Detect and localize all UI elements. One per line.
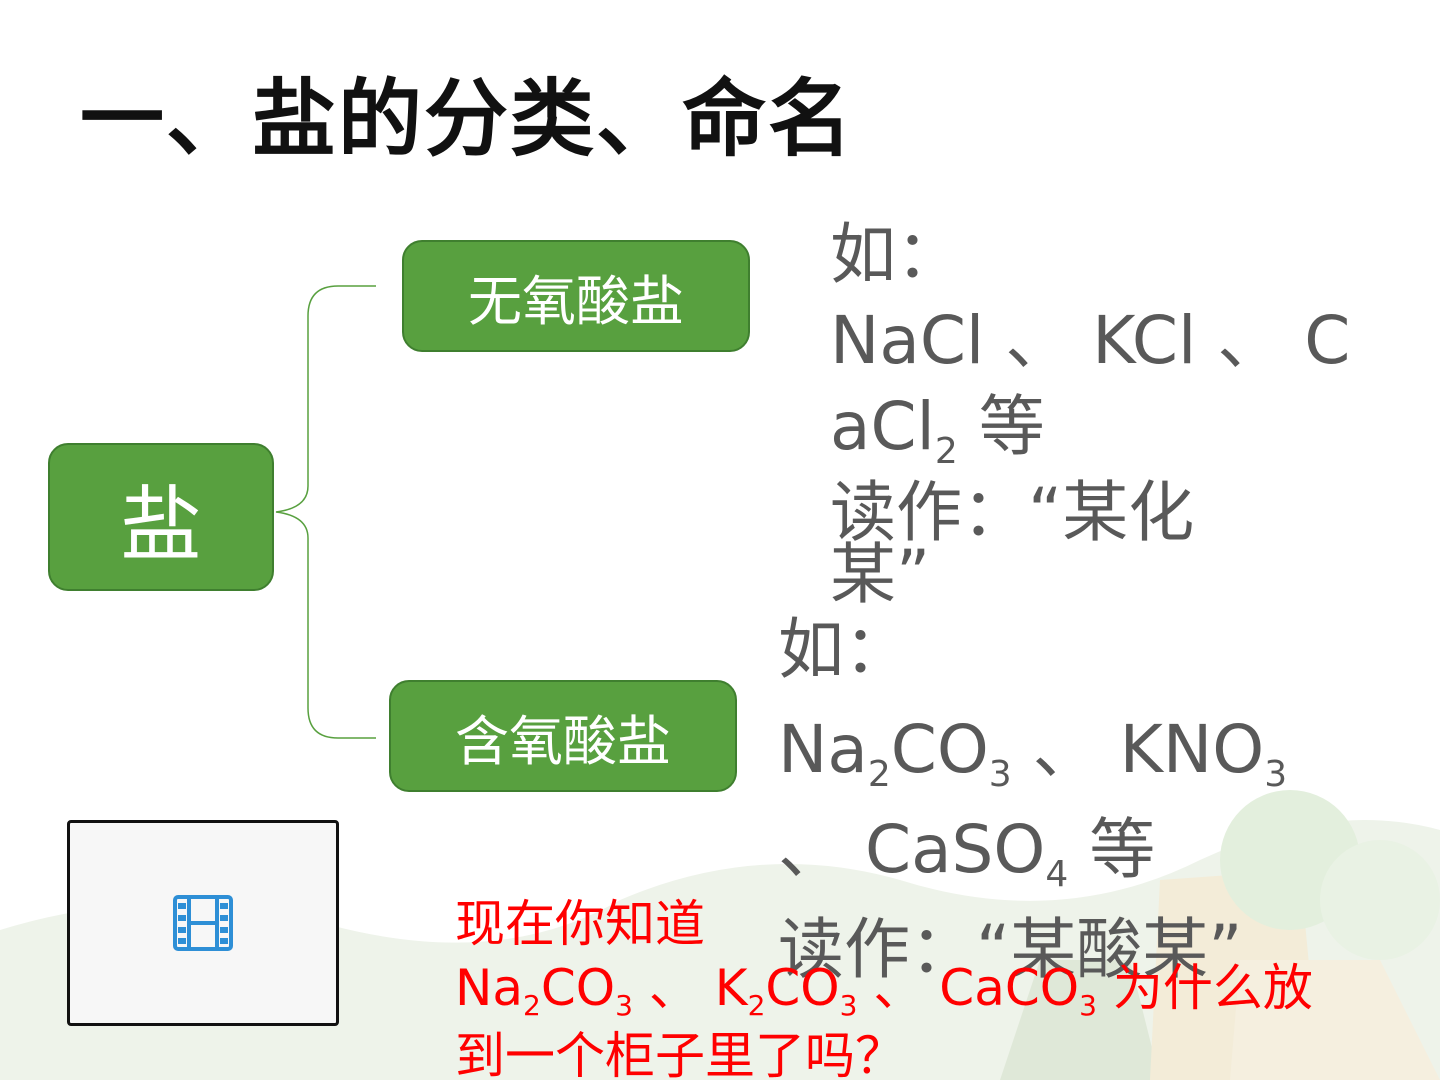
question-text: 现在你知道 Na2CO3 、 K2CO3 、 CaCO3 为什么放 到一个柜子里… <box>455 890 1313 1090</box>
node-oxygen-free-salt: 无氧酸盐 <box>402 240 750 352</box>
node-salt: 盐 <box>48 443 274 591</box>
example-prefix: 如： <box>830 216 962 293</box>
node-oxygen-containing-salt: 含氧酸盐 <box>389 680 737 792</box>
oxygen-free-examples: 如： NaCl 、 KCl 、 C aCl2 等 读作：“某化 某” <box>830 212 1350 618</box>
page-title: 一、盐的分类、命名 <box>80 69 855 168</box>
film-icon <box>173 895 233 951</box>
formula-line: 、 CaSO4 等 <box>778 811 1156 895</box>
formula-line: NaCl 、 KCl 、 C <box>830 302 1351 379</box>
formula-line: aCl2 等 <box>830 388 1045 472</box>
formula-line: Na2CO3 、 KNO3 <box>778 711 1288 795</box>
oxygen-containing-examples: 如： Na2CO3 、 KNO3 、 CaSO4 等 读作：“某酸某” <box>778 600 1287 1000</box>
reading-rule: 某” <box>830 536 931 613</box>
reading-rule: 读作：“某酸某” <box>778 911 1243 988</box>
question-line: 现在你知道 <box>455 895 705 953</box>
video-placeholder[interactable] <box>67 820 339 1026</box>
example-prefix: 如： <box>778 611 910 688</box>
question-line: 到一个柜子里了吗？ <box>455 1027 905 1085</box>
reading-rule: 读作：“某化 <box>830 474 1195 551</box>
question-line: Na2CO3 、 K2CO3 、 CaCO3 为什么放 <box>455 959 1313 1022</box>
